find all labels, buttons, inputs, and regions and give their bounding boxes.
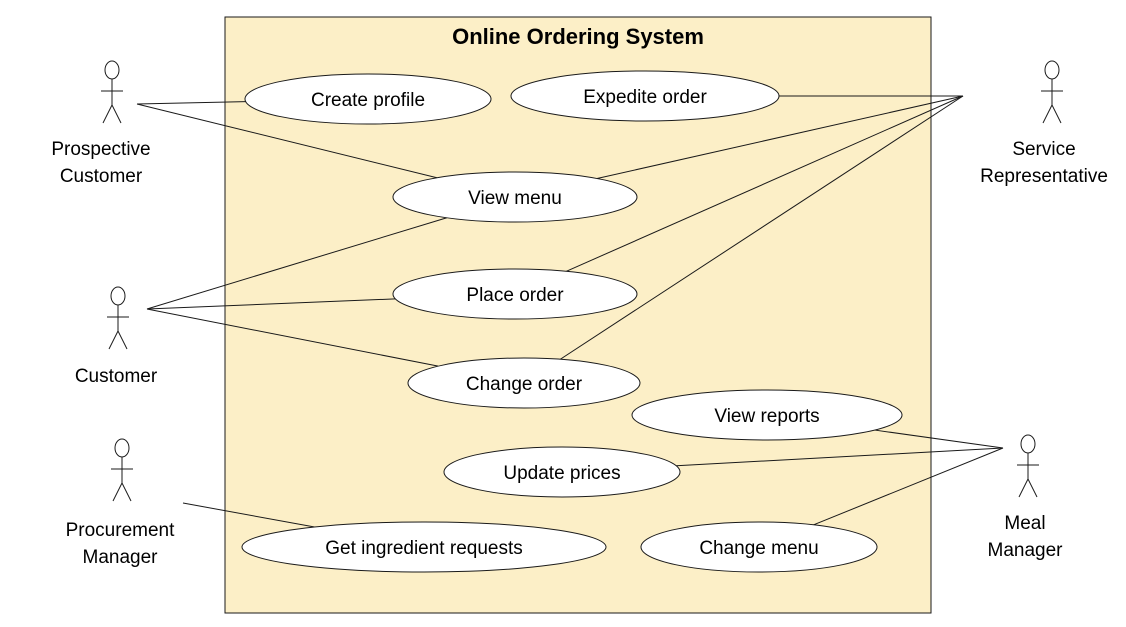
use-case-ellipse <box>392 268 638 320</box>
associations <box>136 95 1004 528</box>
association-customer-view-menu <box>146 217 448 310</box>
use-case-view-reports: View reports <box>631 389 903 441</box>
actor-label: Service <box>1012 139 1075 160</box>
actor-customer: Customer <box>75 286 158 387</box>
association-meal-manager-view-reports <box>874 429 1004 449</box>
use-case-ellipse <box>631 389 903 441</box>
association-customer-change-order <box>146 308 439 367</box>
use-case-label: Place order <box>466 285 564 306</box>
association-prospective-customer-view-menu <box>136 103 438 179</box>
use-case-place-order: Place order <box>392 268 638 320</box>
use-case-ellipse <box>443 446 681 498</box>
stick-figure-icon <box>1041 60 1063 124</box>
association-service-representative-view-menu <box>596 95 964 179</box>
system-title: Online Ordering System <box>452 24 704 49</box>
actor-label: Manager <box>988 540 1064 561</box>
use-case-label: Expedite order <box>583 87 707 108</box>
actor-label: Prospective <box>51 139 150 160</box>
use-case-ellipse <box>241 521 607 573</box>
use-case-ellipse <box>407 357 641 409</box>
actor-label: Meal <box>1004 513 1045 534</box>
actors: ProspectiveCustomerCustomerProcurementMa… <box>51 60 1108 568</box>
association-meal-manager-update-prices <box>676 447 1004 467</box>
use-case-label: View menu <box>468 188 562 209</box>
use-case-ellipse <box>392 171 638 223</box>
use-case-create-profile: Create profile <box>244 73 492 125</box>
use-case-label: Change menu <box>699 538 818 559</box>
stick-figure-icon <box>111 438 133 502</box>
actor-label: Procurement <box>66 520 175 541</box>
use-case-change-order: Change order <box>407 357 641 409</box>
association-service-representative-place-order <box>566 95 964 272</box>
use-case-ellipse <box>640 521 878 573</box>
use-case-change-menu: Change menu <box>640 521 878 573</box>
use-case-label: Update prices <box>503 463 620 484</box>
association-prospective-customer-create-profile <box>136 101 246 105</box>
use-case-label: View reports <box>714 406 819 427</box>
use-case-label: Change order <box>466 374 583 395</box>
stick-figure-icon <box>101 60 123 124</box>
stick-figure-icon <box>107 286 129 350</box>
stick-figure-icon <box>1017 434 1039 498</box>
actor-label: Manager <box>83 547 159 568</box>
actor-label: Customer <box>60 166 143 187</box>
association-customer-place-order <box>146 298 396 310</box>
use-case-get-ingredient-requests: Get ingredient requests <box>241 521 607 573</box>
use-case-label: Get ingredient requests <box>325 538 523 559</box>
actor-label: Customer <box>75 366 158 387</box>
use-case-update-prices: Update prices <box>443 446 681 498</box>
use-case-label: Create profile <box>311 90 425 111</box>
use-case-view-menu: View menu <box>392 171 638 223</box>
association-meal-manager-change-menu <box>813 447 1004 526</box>
association-service-representative-change-order <box>560 95 964 360</box>
use-case-expedite-order: Expedite order <box>510 70 780 122</box>
use-case-ellipse <box>244 73 492 125</box>
actor-label: Representative <box>980 166 1108 187</box>
use-case-ellipse <box>510 70 780 122</box>
association-procurement-manager-get-ingredient-requests <box>182 502 315 528</box>
